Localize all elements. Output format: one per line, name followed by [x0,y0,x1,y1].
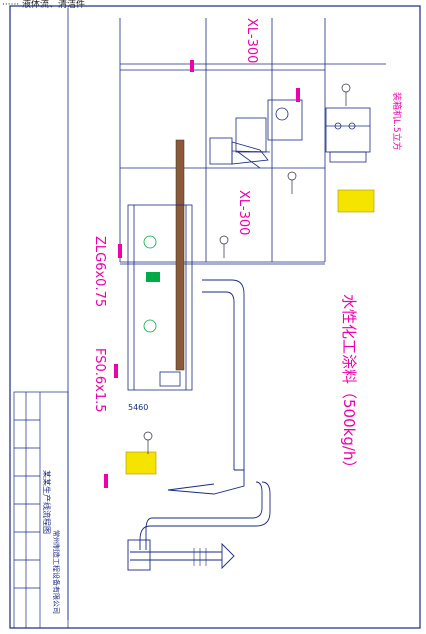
title-block-drawing-name: 某某生产线流程图 [42,470,52,534]
fluid-bed-dryer [127,204,193,391]
fan-unit [193,548,207,566]
label-xl300-top: XL-300 [244,18,259,63]
header-text: ······ 液体流、清洁件 [2,0,86,10]
vertical-title: 水性化工涂料（500kg/h） [340,294,358,475]
operator-figures [143,83,351,454]
title-block-company: 常州制造工程设备有限公司 [52,530,61,614]
sieve-top [235,99,303,169]
dimension-label: 5460 [128,403,148,412]
green-element [146,272,160,282]
packing-machine [325,107,371,163]
label-xl300-mid: XL-300 [236,190,251,235]
yellow-panel-top [337,189,375,213]
building-frame [119,18,386,265]
duct-system [127,279,271,571]
sieve-mid [209,137,271,165]
title-block [13,391,69,629]
label-packer: 装箱机L.5立方 [391,92,403,151]
drawing-border [9,5,421,629]
label-zlg: ZLG6x0.75 [92,236,107,307]
annotation-chips [104,60,300,488]
yellow-panel-bottom [125,451,157,475]
label-fs: FS0.6x1.5 [92,348,107,413]
support-column [175,139,185,371]
